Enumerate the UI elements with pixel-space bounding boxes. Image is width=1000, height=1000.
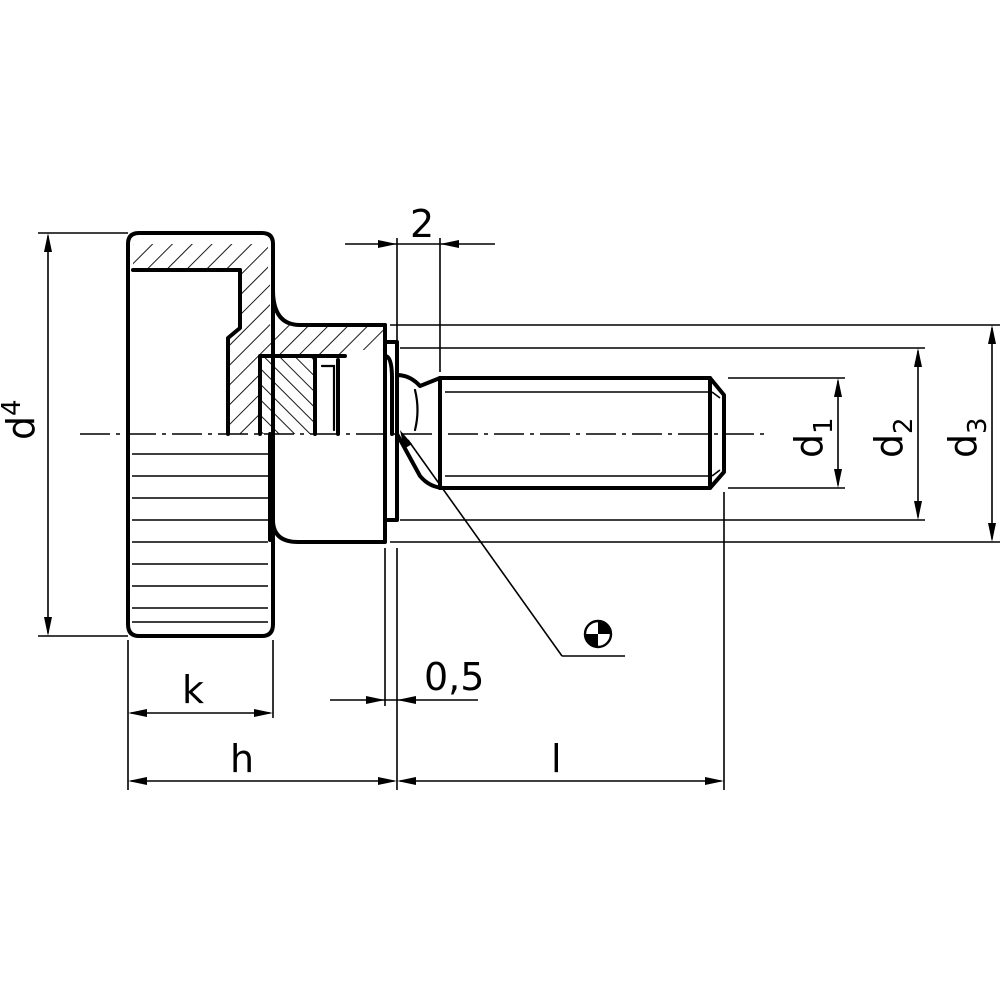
label-h: h bbox=[230, 737, 254, 781]
svg-text:1: 1 bbox=[809, 417, 839, 434]
threaded-shank bbox=[395, 373, 726, 490]
svg-text:d: d bbox=[941, 434, 985, 458]
label-d4: d 4 bbox=[0, 399, 43, 440]
dimension-lines bbox=[44, 233, 996, 785]
label-k: k bbox=[182, 668, 204, 712]
knurl-pattern bbox=[132, 453, 268, 623]
leader-line bbox=[400, 430, 625, 657]
label-dim-2: 2 bbox=[410, 202, 434, 246]
knob-head bbox=[126, 231, 399, 638]
svg-text:d: d bbox=[867, 434, 911, 458]
centroid-symbol-icon bbox=[583, 619, 613, 649]
svg-text:2: 2 bbox=[889, 417, 919, 434]
label-d3: d 3 bbox=[941, 417, 993, 458]
extension-lines bbox=[38, 232, 1000, 790]
svg-text:d: d bbox=[0, 416, 43, 440]
label-d1: d 1 bbox=[787, 417, 839, 458]
svg-text:4: 4 bbox=[0, 399, 27, 416]
label-d2: d 2 bbox=[867, 417, 919, 458]
svg-text:d: d bbox=[787, 434, 831, 458]
label-l: l bbox=[551, 737, 562, 781]
label-dim-0-5: 0,5 bbox=[424, 655, 484, 699]
svg-text:3: 3 bbox=[963, 417, 993, 434]
